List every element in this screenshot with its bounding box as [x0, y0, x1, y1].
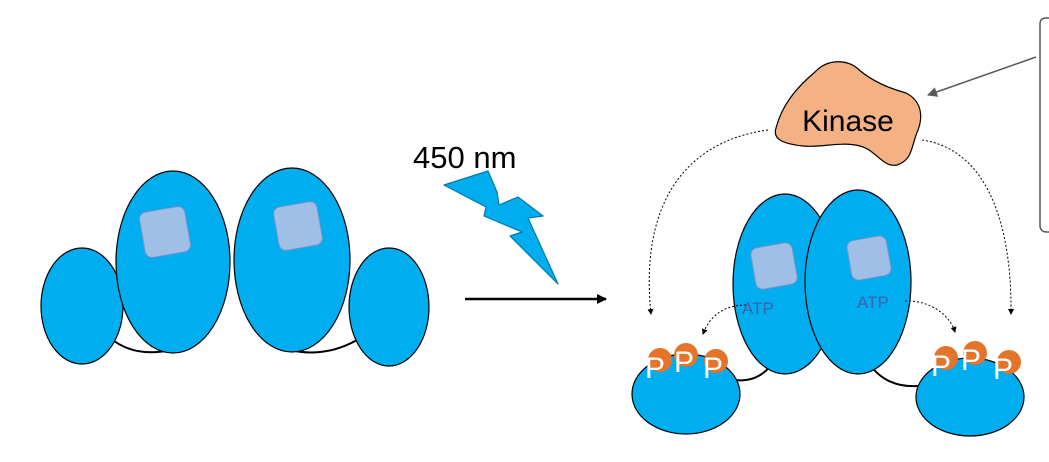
callout-box [1039, 17, 1049, 233]
chromophore-dimer-left [750, 242, 798, 290]
atp-arrow-left [701, 304, 747, 335]
phospho-label: P [961, 344, 981, 377]
lov-domain-left [115, 170, 231, 354]
chromophore-right [273, 201, 323, 251]
lov-domain-right [233, 167, 351, 353]
phosphate-icon [648, 348, 672, 372]
atp-label-right: ATP [857, 293, 889, 312]
phosphate-group-right: P P P [931, 341, 1021, 386]
effector-domain-right [348, 247, 430, 367]
kinase-blob [774, 61, 922, 166]
phospho-label: P [645, 352, 665, 385]
chromophore-left [138, 205, 192, 259]
phosphate-icon [674, 343, 698, 367]
effector-domain-left [40, 247, 124, 365]
phospho-label: P [674, 346, 694, 379]
phosphate-icon [934, 346, 958, 370]
dotted-arc-right [921, 139, 1015, 315]
dark-state-complex [40, 167, 430, 367]
phospho-label: P [993, 353, 1013, 386]
atp-label-left: ATP [742, 299, 774, 318]
lit-state-complex: Kinase ATP ATP P P P [631, 17, 1049, 437]
chromophore-dimer-right [846, 235, 892, 281]
wavelength-label: 450 nm [413, 140, 516, 175]
kinase-label: Kinase [802, 105, 894, 138]
lov-dimer-right [804, 189, 912, 375]
atp-arrow-right [904, 300, 957, 333]
phosphate-icon [997, 350, 1021, 374]
phosphate-icon [963, 341, 987, 365]
phospho-label: P [931, 350, 951, 383]
callout-pointer [927, 56, 1037, 97]
lightning-bolt-icon [443, 170, 559, 285]
phosphate-group-left: P P P [645, 343, 728, 385]
dotted-arc-left [647, 129, 769, 315]
phosphate-icon [704, 349, 728, 373]
phospho-label: P [703, 352, 723, 385]
